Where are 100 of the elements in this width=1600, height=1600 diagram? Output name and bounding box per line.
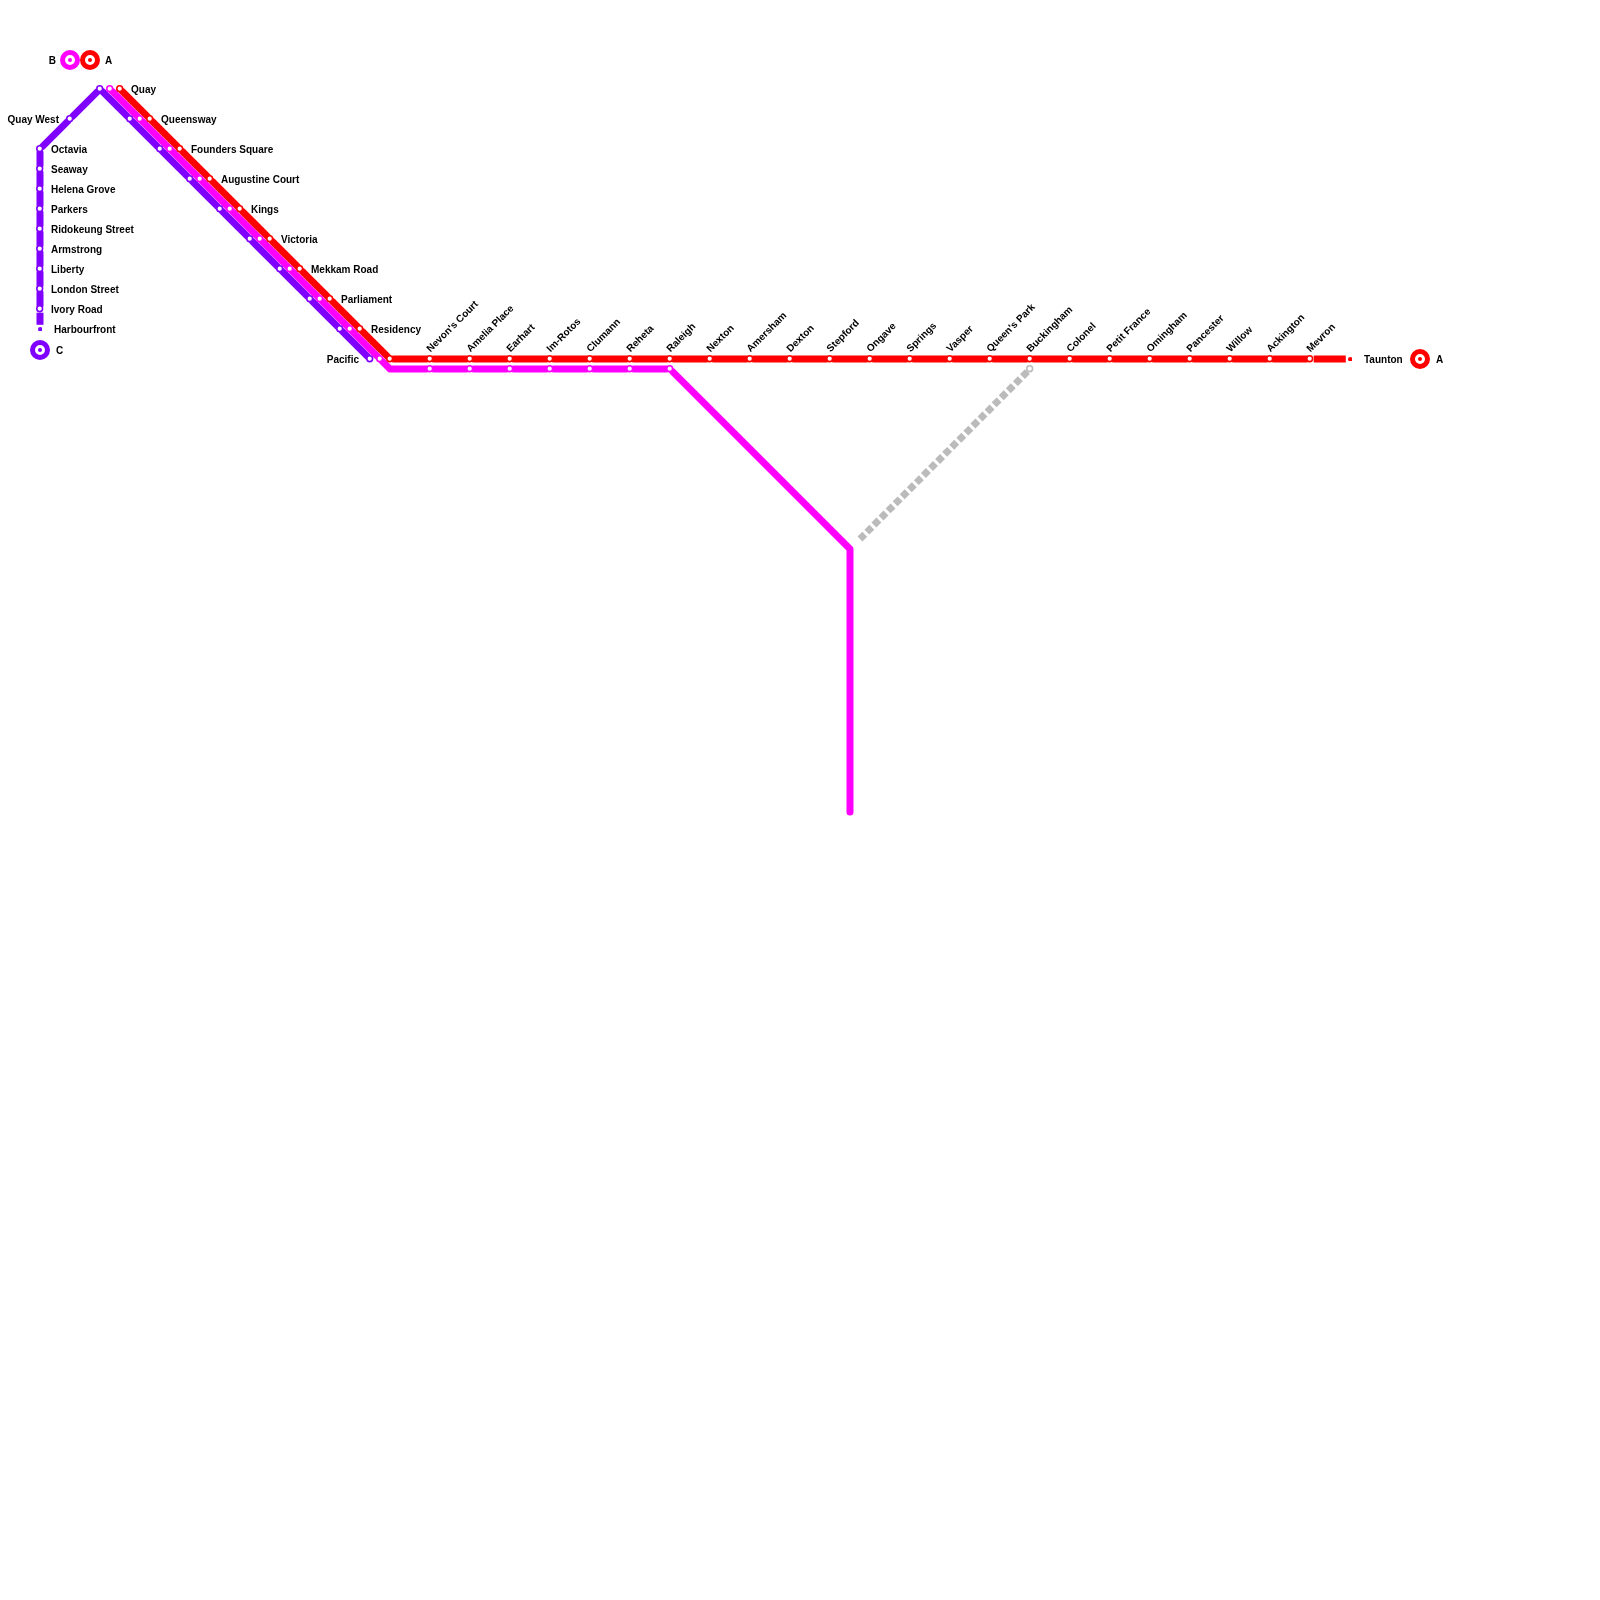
- station-label: Mekkam Road: [311, 263, 379, 275]
- rail-line: [109, 88, 141, 120]
- station-marker: [96, 85, 124, 93]
- rail-line: [1230, 355, 1270, 363]
- station-marker: [1186, 355, 1194, 363]
- rail-line: [99, 88, 131, 120]
- station-marker: [276, 265, 304, 273]
- rail-line: [309, 298, 341, 330]
- station-marker: [156, 145, 184, 153]
- station-label: Pacific: [326, 353, 359, 365]
- station-marker: [1106, 355, 1114, 363]
- station-label: London Street: [51, 283, 119, 295]
- station-marker: [246, 235, 274, 243]
- station-dot: [1347, 356, 1353, 362]
- station-marker: [306, 295, 334, 303]
- station-marker: [36, 305, 44, 313]
- rail-line: [199, 178, 231, 210]
- rail-line: [179, 148, 211, 180]
- station-marker: [336, 325, 364, 333]
- rail-line: [550, 365, 590, 373]
- station-label: Harbourfront: [54, 323, 116, 335]
- rail-line: [470, 365, 510, 373]
- station-marker: [866, 355, 874, 363]
- rail-line: [1030, 355, 1070, 363]
- station-marker: [826, 355, 834, 363]
- station-label: Seaway: [51, 163, 88, 175]
- rail-line: [239, 208, 271, 240]
- rail-line: [129, 118, 161, 150]
- station-marker: [546, 355, 554, 373]
- station-marker: [986, 355, 994, 363]
- rail-line: [669, 368, 854, 816]
- rail-line: [590, 365, 630, 373]
- station-marker: [36, 145, 44, 153]
- station-marker: [66, 115, 74, 123]
- station-label: Ivory Road: [51, 303, 103, 315]
- station-label: Parliament: [341, 293, 393, 305]
- rail-line: [630, 365, 670, 373]
- rail-line: [36, 189, 44, 209]
- rail-line: [710, 355, 750, 363]
- rail-line: [550, 355, 590, 363]
- station-label: Kings: [251, 203, 279, 215]
- station-marker: [706, 355, 714, 363]
- rail-line: [139, 118, 171, 150]
- station-marker: [126, 115, 154, 123]
- station-marker: [36, 245, 44, 253]
- rail-line: [149, 118, 181, 150]
- station-marker: [1146, 355, 1154, 363]
- station-marker: [36, 165, 44, 173]
- rail-line: [390, 355, 430, 363]
- station-marker: [1306, 355, 1314, 363]
- station-marker: [906, 355, 914, 363]
- line-letter: A: [1436, 353, 1444, 365]
- station-label: Queensway: [161, 113, 217, 125]
- station-marker: [366, 355, 394, 363]
- rail-line: [830, 355, 870, 363]
- station-dot: [37, 326, 43, 332]
- rail-line: [870, 355, 910, 363]
- rail-line: [950, 355, 990, 363]
- station-marker: [36, 225, 44, 233]
- rail-line: [36, 249, 44, 269]
- rail-line: [339, 328, 371, 360]
- line-letter: A: [105, 54, 113, 66]
- station-marker: [36, 265, 44, 273]
- rail-line: [590, 355, 630, 363]
- rail-line: [36, 209, 44, 229]
- rail-line: [430, 355, 470, 363]
- rail-line: [1110, 355, 1150, 363]
- station-marker: [586, 355, 594, 373]
- station-marker: [786, 355, 794, 363]
- station-marker: [216, 205, 244, 213]
- station-marker: [36, 185, 44, 193]
- rail-line: [36, 289, 44, 309]
- station-label: Quay: [131, 83, 156, 95]
- station-label: Taunton: [1364, 353, 1403, 365]
- station-label: Quay West: [7, 113, 59, 125]
- rail-line: [379, 358, 430, 373]
- rail-line: [36, 229, 44, 249]
- station-label: Helena Grove: [51, 183, 116, 195]
- rail-line: [249, 238, 281, 270]
- rail-line: [229, 208, 261, 240]
- station-marker: [36, 285, 44, 293]
- rail-line: [1270, 355, 1310, 363]
- rail-line: [299, 268, 331, 300]
- rail-line: [259, 238, 291, 270]
- rail-line: [159, 148, 191, 180]
- station-marker: [506, 355, 514, 373]
- rail-line: [510, 355, 550, 363]
- station-label: Octavia: [51, 143, 88, 155]
- rail-line: [857, 369, 1030, 542]
- station-marker: [666, 355, 674, 373]
- station-label: Ridokeung Street: [51, 223, 134, 235]
- rail-line: [36, 169, 44, 189]
- station-label: Founders Square: [191, 143, 274, 155]
- rail-line: [289, 268, 321, 300]
- rail-line: [219, 208, 251, 240]
- station-marker: [426, 355, 434, 373]
- rail-line: [269, 238, 301, 270]
- station-label: Parkers: [51, 203, 88, 215]
- rail-line: [39, 118, 71, 150]
- station-marker: [36, 205, 44, 213]
